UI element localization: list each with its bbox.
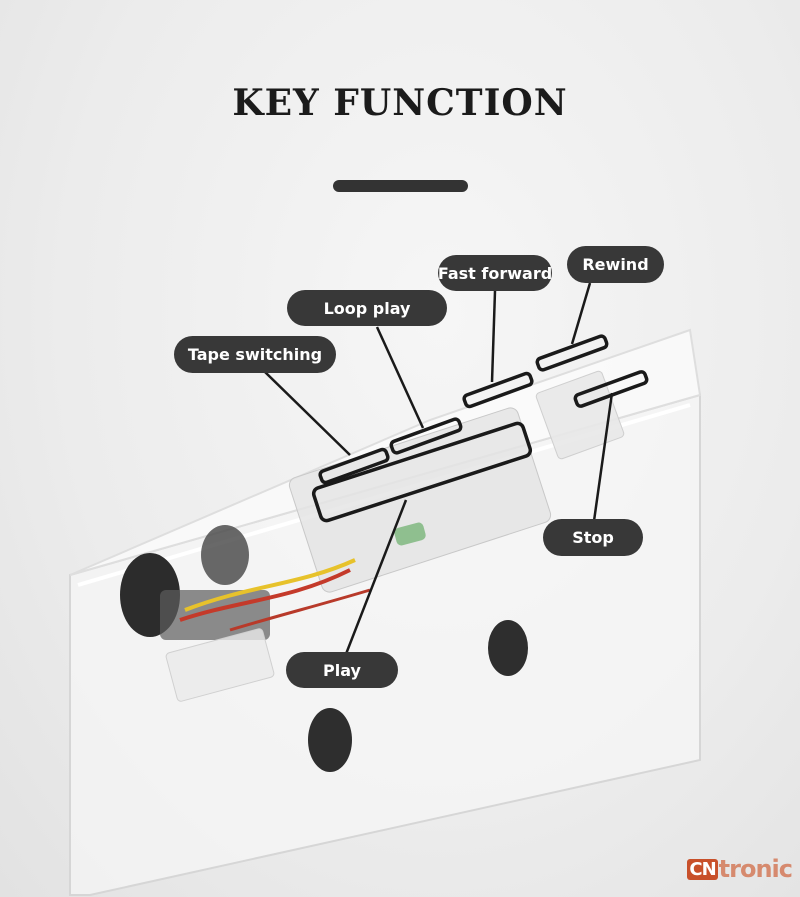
wire-red <box>179 568 351 622</box>
title-divider <box>333 180 468 192</box>
outline-tape-switching <box>318 447 390 485</box>
label-play: Play <box>286 652 398 688</box>
label-fast-forward: Fast forward <box>438 255 552 291</box>
outline-play <box>311 421 533 523</box>
switch-block <box>535 370 625 460</box>
outline-fast-forward <box>462 371 534 409</box>
outline-loop-play <box>389 417 463 455</box>
brand-watermark: CN tronic <box>687 855 793 883</box>
spindle-left <box>308 708 352 772</box>
mechanism-plate <box>288 407 552 593</box>
wire-red-2 <box>229 588 371 632</box>
leader-rewind <box>570 282 592 345</box>
label-loop-play: Loop play <box>287 290 447 326</box>
pinch-roller <box>201 525 249 585</box>
leader-tape-switching <box>264 371 351 456</box>
label-rewind: Rewind <box>567 246 664 283</box>
wire-yellow <box>184 558 356 612</box>
outline-rewind <box>535 334 609 372</box>
page-title: KEY FUNCTION <box>232 82 568 124</box>
spindle-right <box>488 620 528 676</box>
label-stop: Stop <box>543 519 643 556</box>
leader-play <box>344 499 408 655</box>
capacitor <box>394 522 426 546</box>
watermark-cn: CN <box>687 858 718 880</box>
leader-fast-forward <box>490 290 497 383</box>
label-tape-switching: Tape switching <box>174 336 336 373</box>
leader-stop <box>592 392 614 522</box>
leader-loop-play <box>375 326 425 429</box>
outline-stop <box>573 370 649 408</box>
watermark-rest: tronic <box>718 855 793 883</box>
front-panel <box>165 628 275 702</box>
